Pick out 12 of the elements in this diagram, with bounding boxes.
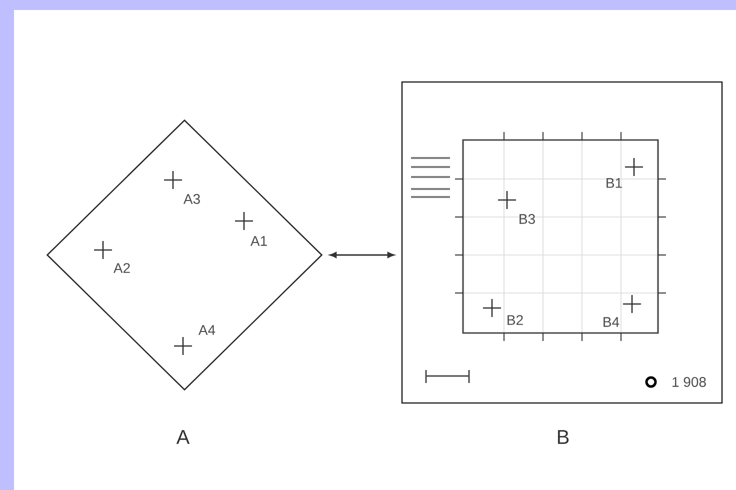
point-label: B3	[520, 214, 535, 224]
point-label: A4	[198, 325, 216, 335]
point-label: B2	[508, 315, 523, 325]
point-label: A3	[183, 194, 200, 204]
point-label: B4	[604, 317, 620, 327]
arrow	[330, 252, 394, 258]
node-label: A	[176, 430, 190, 444]
point-label: A2	[113, 263, 130, 273]
node-label: B	[558, 430, 569, 444]
point-label: A1	[250, 236, 267, 246]
point-label: B1	[606, 178, 622, 188]
point-label: 1 908	[672, 377, 706, 387]
